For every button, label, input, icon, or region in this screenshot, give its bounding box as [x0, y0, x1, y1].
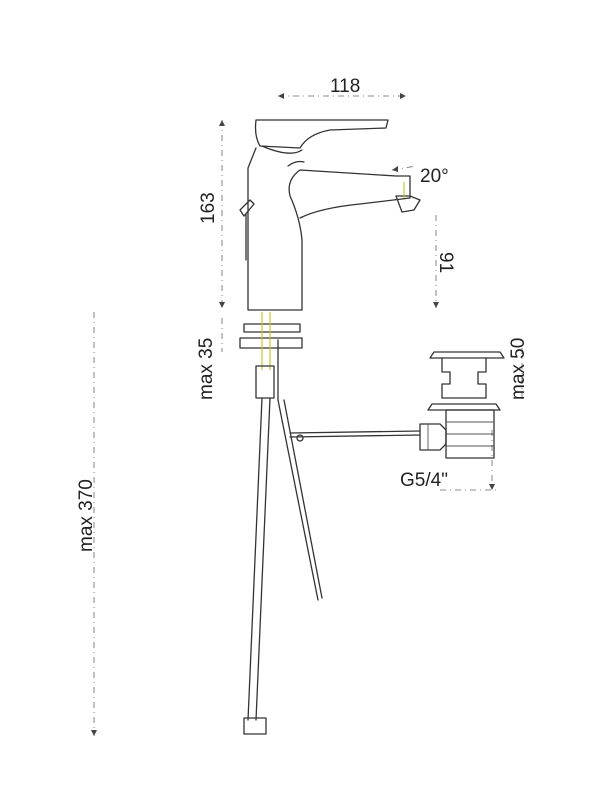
faucet-body — [239, 119, 421, 311]
label-waste-thread: G5/4" — [400, 470, 448, 491]
label-deck-thickness: max 35 — [196, 338, 217, 400]
label-body-height: 163 — [198, 192, 219, 224]
deck-mount — [239, 312, 303, 399]
popup-linkage — [289, 430, 421, 442]
label-width-top: 118 — [330, 76, 360, 97]
waste-valve — [419, 351, 505, 459]
label-hose-length: max 370 — [76, 479, 97, 552]
supply-hoses — [243, 339, 323, 735]
label-spout-clearance: 91 — [435, 252, 456, 273]
dimension-labels: 118 20° 163 91 max 35 max 50 G5/4" max 3… — [76, 76, 529, 552]
label-lever-angle: 20° — [420, 166, 449, 187]
label-waste-height: max 50 — [508, 338, 529, 400]
dimension-lines — [91, 93, 523, 736]
